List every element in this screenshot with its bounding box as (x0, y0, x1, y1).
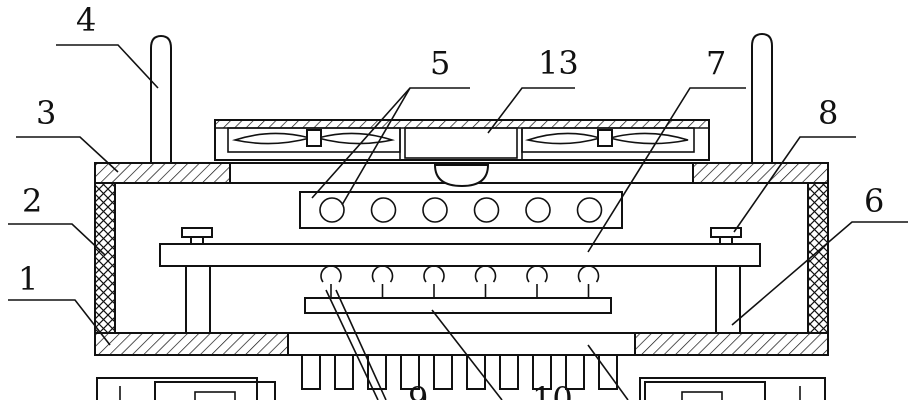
clamps (320, 265, 600, 298)
heat-sink-fin (499, 354, 519, 390)
clamp (320, 265, 342, 298)
label-1: 1 (18, 260, 38, 298)
right-antenna (751, 32, 773, 164)
heat-sink-fin (400, 354, 420, 390)
main-plate (159, 243, 761, 267)
clamp (474, 265, 497, 298)
roller-holes (319, 197, 603, 223)
roller-hole (576, 197, 603, 223)
clamp (526, 265, 548, 298)
lower-plate (304, 297, 612, 314)
clamp (577, 265, 600, 298)
roller-hole (370, 197, 397, 223)
heat-sink-fin (367, 354, 387, 390)
roller-hole (473, 197, 500, 223)
roller-hole (525, 197, 551, 223)
left-support-post (185, 265, 211, 334)
label-4: 4 (76, 1, 96, 39)
label-9: 9 (408, 380, 428, 400)
top-fan-housing (214, 119, 710, 161)
leader-lines (8, 44, 908, 400)
clamp (371, 265, 394, 298)
right-foot (639, 377, 826, 400)
heat-sink-fin (433, 354, 453, 390)
label-10: 10 (532, 380, 573, 400)
heat-sink-fin (565, 354, 585, 390)
heat-sink-fin (334, 354, 354, 390)
roller-hole (422, 197, 448, 223)
right-support-post (715, 265, 741, 334)
right-bolt (710, 227, 742, 245)
right-fan-icon (524, 129, 689, 147)
label-13: 13 (538, 44, 579, 82)
heat-sink-fin (532, 354, 552, 390)
label-5: 5 (430, 44, 450, 82)
outer-casing (94, 162, 829, 356)
label-7: 7 (706, 44, 726, 82)
roller-bar (299, 191, 623, 229)
label-6: 6 (864, 182, 884, 220)
dome-sensor (433, 164, 490, 188)
heat-sink-fin (466, 354, 486, 390)
clamp (423, 265, 445, 298)
heat-sink (288, 354, 635, 390)
roller-hole (319, 197, 345, 223)
label-3: 3 (36, 94, 56, 132)
left-bolt (181, 227, 213, 245)
left-fan-icon (231, 129, 396, 147)
label-8: 8 (818, 94, 838, 132)
label-2: 2 (22, 182, 42, 220)
left-antenna (150, 34, 172, 164)
heat-sink-fin (301, 354, 321, 390)
left-foot (96, 377, 276, 400)
